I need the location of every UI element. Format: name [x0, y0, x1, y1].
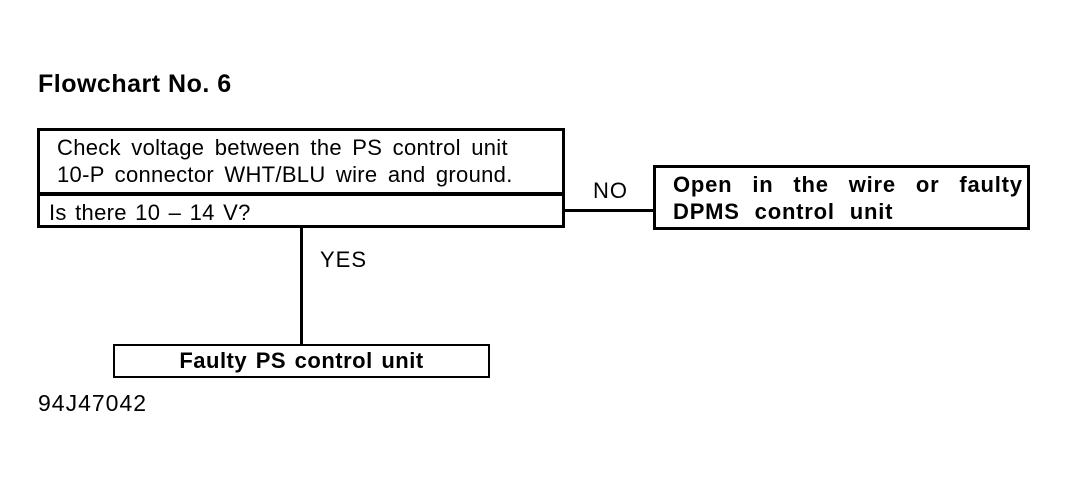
yes-branch-label: YES: [320, 247, 368, 272]
no-result-line-1: Open in the wire or faulty: [673, 172, 1023, 197]
figure-code: 94J47042: [38, 390, 148, 416]
flowchart-title: Flowchart No. 6: [38, 70, 232, 98]
result-box-no: Open in the wire or faulty DPMS control …: [653, 165, 1030, 230]
decision-box-divider: [40, 192, 562, 196]
decision-instruction-line-1: Check voltage between the PS control uni…: [57, 135, 508, 160]
connector-no-line: [565, 209, 653, 212]
no-branch-label: NO: [593, 178, 628, 203]
decision-instruction: Check voltage between the PS control uni…: [40, 131, 562, 192]
connector-yes-line: [300, 228, 303, 344]
decision-instruction-line-2: 10-P connector WHT/BLU wire and ground.: [57, 162, 513, 187]
decision-box: Check voltage between the PS control uni…: [37, 128, 565, 228]
decision-question: Is there 10 – 14 V?: [49, 200, 251, 225]
no-result-line-2: DPMS control unit: [673, 199, 894, 224]
result-box-yes: Faulty PS control unit: [113, 344, 490, 378]
